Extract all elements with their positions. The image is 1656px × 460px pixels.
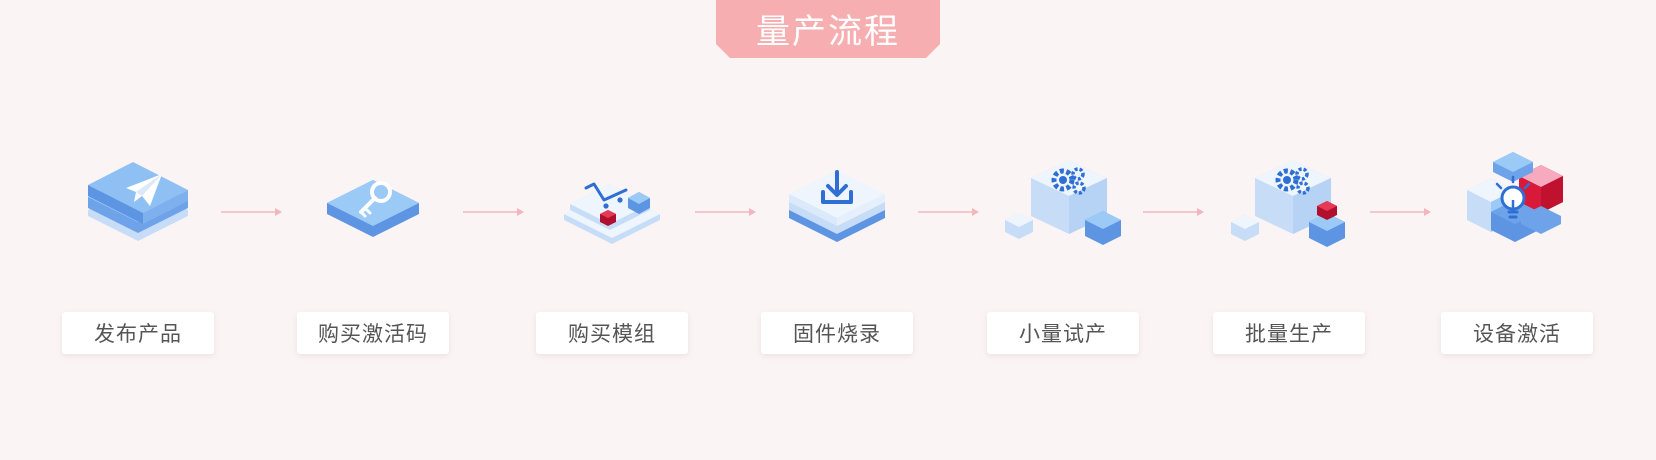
flow-arrow-icon bbox=[1143, 208, 1204, 216]
page-title-tab: 量产流程 bbox=[716, 0, 940, 58]
step-device-activation: 设备激活 bbox=[1417, 0, 1617, 460]
step-label: 固件烧录 bbox=[793, 322, 881, 346]
gears-mass-production-icon bbox=[1231, 160, 1345, 247]
gears-small-batch-icon bbox=[1005, 160, 1121, 245]
step-label-box: 购买激活码 bbox=[297, 312, 449, 354]
flow-arrow-icon bbox=[1370, 208, 1431, 216]
step-label: 小量试产 bbox=[1019, 322, 1107, 346]
step-firmware-flashing: 固件烧录 bbox=[737, 0, 937, 460]
step-label-box: 购买模组 bbox=[536, 312, 688, 354]
step-buy-activation-code: 购买激活码 bbox=[273, 0, 473, 460]
lightbulb-device-icon bbox=[1467, 152, 1563, 242]
download-tile-icon bbox=[789, 170, 885, 242]
step-label-box: 批量生产 bbox=[1213, 312, 1365, 354]
flow-arrow-icon bbox=[918, 208, 979, 216]
title-tab-shape bbox=[716, 0, 940, 58]
step-publish-product: 发布产品 bbox=[38, 0, 238, 460]
step-label-box: 固件烧录 bbox=[761, 312, 913, 354]
step-label-box: 小量试产 bbox=[987, 312, 1139, 354]
step-label: 批量生产 bbox=[1245, 322, 1333, 346]
shopping-cart-module-icon bbox=[564, 182, 660, 244]
page-title: 量产流程 bbox=[756, 11, 900, 52]
step-label-box: 发布产品 bbox=[62, 312, 214, 354]
step-label: 发布产品 bbox=[94, 322, 182, 346]
paper-plane-stack-icon bbox=[88, 162, 188, 241]
flow-arrow-icon bbox=[463, 208, 524, 216]
key-tile-icon bbox=[327, 180, 419, 237]
step-mass-production: 批量生产 bbox=[1189, 0, 1389, 460]
flow-arrow-icon bbox=[695, 208, 756, 216]
step-label-box: 设备激活 bbox=[1441, 312, 1593, 354]
step-label: 购买激活码 bbox=[318, 322, 428, 346]
step-buy-module: 购买模组 bbox=[512, 0, 712, 460]
step-label: 购买模组 bbox=[568, 322, 656, 346]
flow-arrow-icon bbox=[221, 208, 282, 216]
step-small-batch-trial: 小量试产 bbox=[963, 0, 1163, 460]
step-label: 设备激活 bbox=[1473, 322, 1561, 346]
